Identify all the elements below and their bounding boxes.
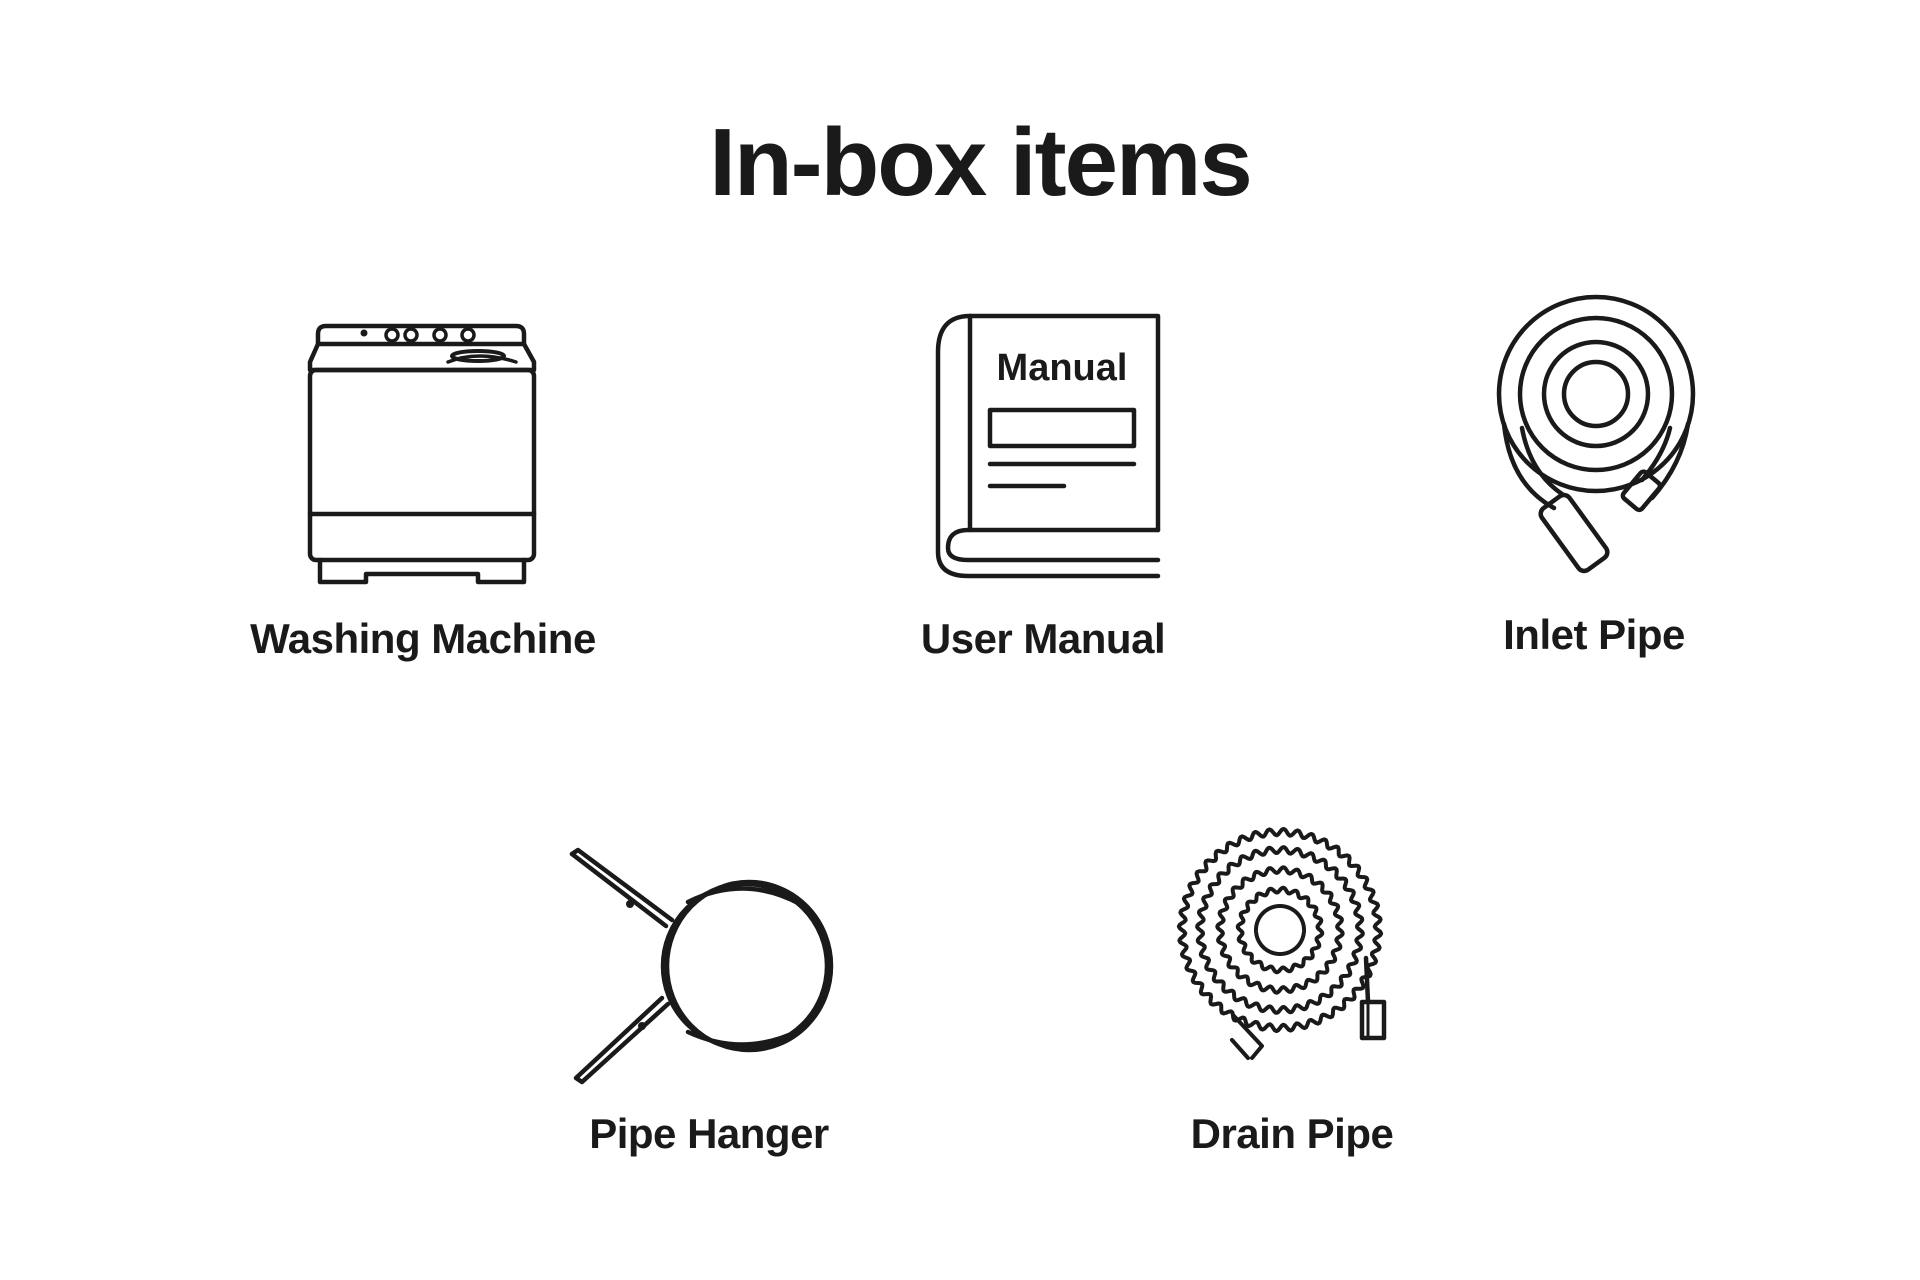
coiled-hose-icon [1492, 294, 1700, 580]
hose-ring [1254, 904, 1306, 956]
book-cover-text: Manual [997, 347, 1128, 389]
page-title: In-box items [709, 109, 1252, 216]
hose-ring [1195, 845, 1365, 1015]
item-label: Drain Pipe [1190, 1110, 1394, 1157]
hose-ring [1235, 885, 1325, 975]
item-label: User Manual [920, 615, 1166, 662]
item-label: Washing Machine [250, 615, 596, 662]
item-label: Inlet Pipe [1503, 611, 1685, 658]
corrugated-hose-icon [1174, 826, 1394, 1076]
item-label: Pipe Hanger [589, 1110, 829, 1157]
hose-ring [1176, 826, 1384, 1034]
pipe-hanger-icon [568, 847, 852, 1085]
hose-ring [1215, 865, 1345, 995]
washing-machine-icon [307, 318, 537, 590]
book-icon: Manual [934, 312, 1166, 584]
